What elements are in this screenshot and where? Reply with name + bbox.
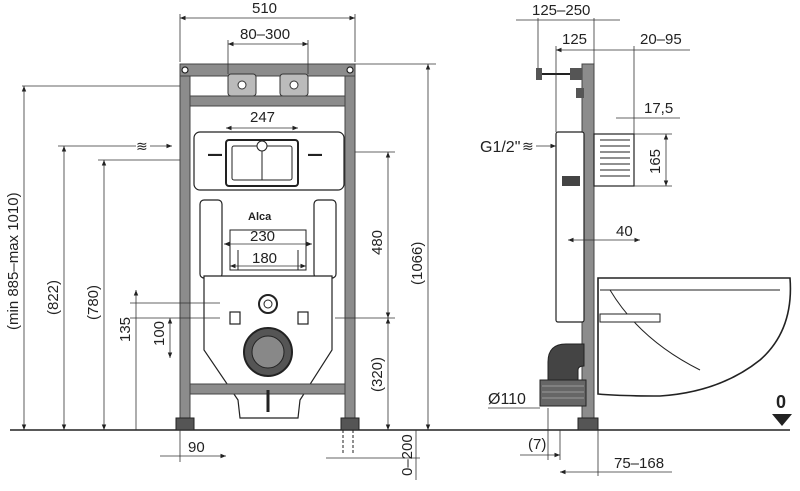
dim-height-780: (780) bbox=[85, 285, 102, 320]
svg-text:▬▬: ▬▬ bbox=[208, 151, 222, 158]
front-lower-frame-left bbox=[199, 199, 223, 279]
side-flush-plate bbox=[593, 133, 635, 187]
dim-depth-range: 125–250 bbox=[532, 2, 590, 19]
brand-logo: Alca bbox=[248, 211, 272, 223]
inlet-thread-label: G1/2" bbox=[480, 139, 520, 156]
dim-stud-outer: 230 bbox=[250, 228, 275, 245]
dim-stud-inner: 180 bbox=[252, 250, 277, 267]
dim-bracket-spacing: 80–300 bbox=[240, 26, 290, 43]
dim-offset-range: 20–95 bbox=[640, 31, 682, 48]
dim-75-168: 75–168 bbox=[614, 455, 664, 472]
svg-text:≋: ≋ bbox=[522, 138, 534, 154]
dim-foot-range: 0–200 bbox=[399, 434, 416, 476]
dim-foot-offset: 90 bbox=[188, 439, 205, 456]
drain-diameter-label: Ø110 bbox=[488, 391, 526, 408]
dim-height-135: 135 bbox=[117, 317, 134, 342]
water-outlet bbox=[258, 294, 278, 314]
svg-text:▬▬: ▬▬ bbox=[308, 151, 322, 158]
front-lower-frame-right bbox=[313, 199, 337, 279]
top-rail bbox=[179, 63, 356, 77]
second-rail bbox=[189, 95, 346, 107]
dim-frame-width: 510 bbox=[252, 0, 277, 17]
side-cistern bbox=[555, 131, 585, 323]
toilet-bowl bbox=[597, 277, 792, 397]
dim-40: 40 bbox=[616, 223, 633, 240]
front-dimensions: 510 80–300 247 230 180 (1066) 480 (320) … bbox=[5, 0, 436, 480]
floor-level-marker bbox=[772, 414, 792, 426]
dim-height-range: (min 885–max 1010) bbox=[5, 192, 22, 330]
left-foot bbox=[175, 417, 195, 431]
dim-height-100: 100 bbox=[151, 321, 168, 346]
left-post bbox=[179, 63, 191, 419]
dim-depth-125: 125 bbox=[562, 31, 587, 48]
dim-165: 165 bbox=[647, 149, 664, 174]
dim-height-320: (320) bbox=[369, 357, 386, 392]
dim-height-480: 480 bbox=[369, 230, 386, 255]
side-dimensions: 125–250 125 20–95 17,5 165 G1/2" 40 Ø110… bbox=[480, 2, 786, 476]
dim-height-total: (1066) bbox=[409, 242, 426, 285]
svg-text:≋: ≋ bbox=[136, 138, 148, 154]
dim-17-5: 17,5 bbox=[644, 100, 673, 117]
dim-7: (7) bbox=[528, 436, 546, 453]
dim-plate-width: 247 bbox=[250, 109, 275, 126]
right-foot bbox=[340, 417, 360, 431]
side-view: ≋ bbox=[522, 63, 792, 431]
dim-height-822: (822) bbox=[45, 280, 62, 315]
right-post bbox=[344, 63, 356, 419]
front-view: ▬▬ ▬▬ Alca ≋ bbox=[130, 63, 360, 455]
floor-level-label: 0 bbox=[776, 392, 786, 412]
